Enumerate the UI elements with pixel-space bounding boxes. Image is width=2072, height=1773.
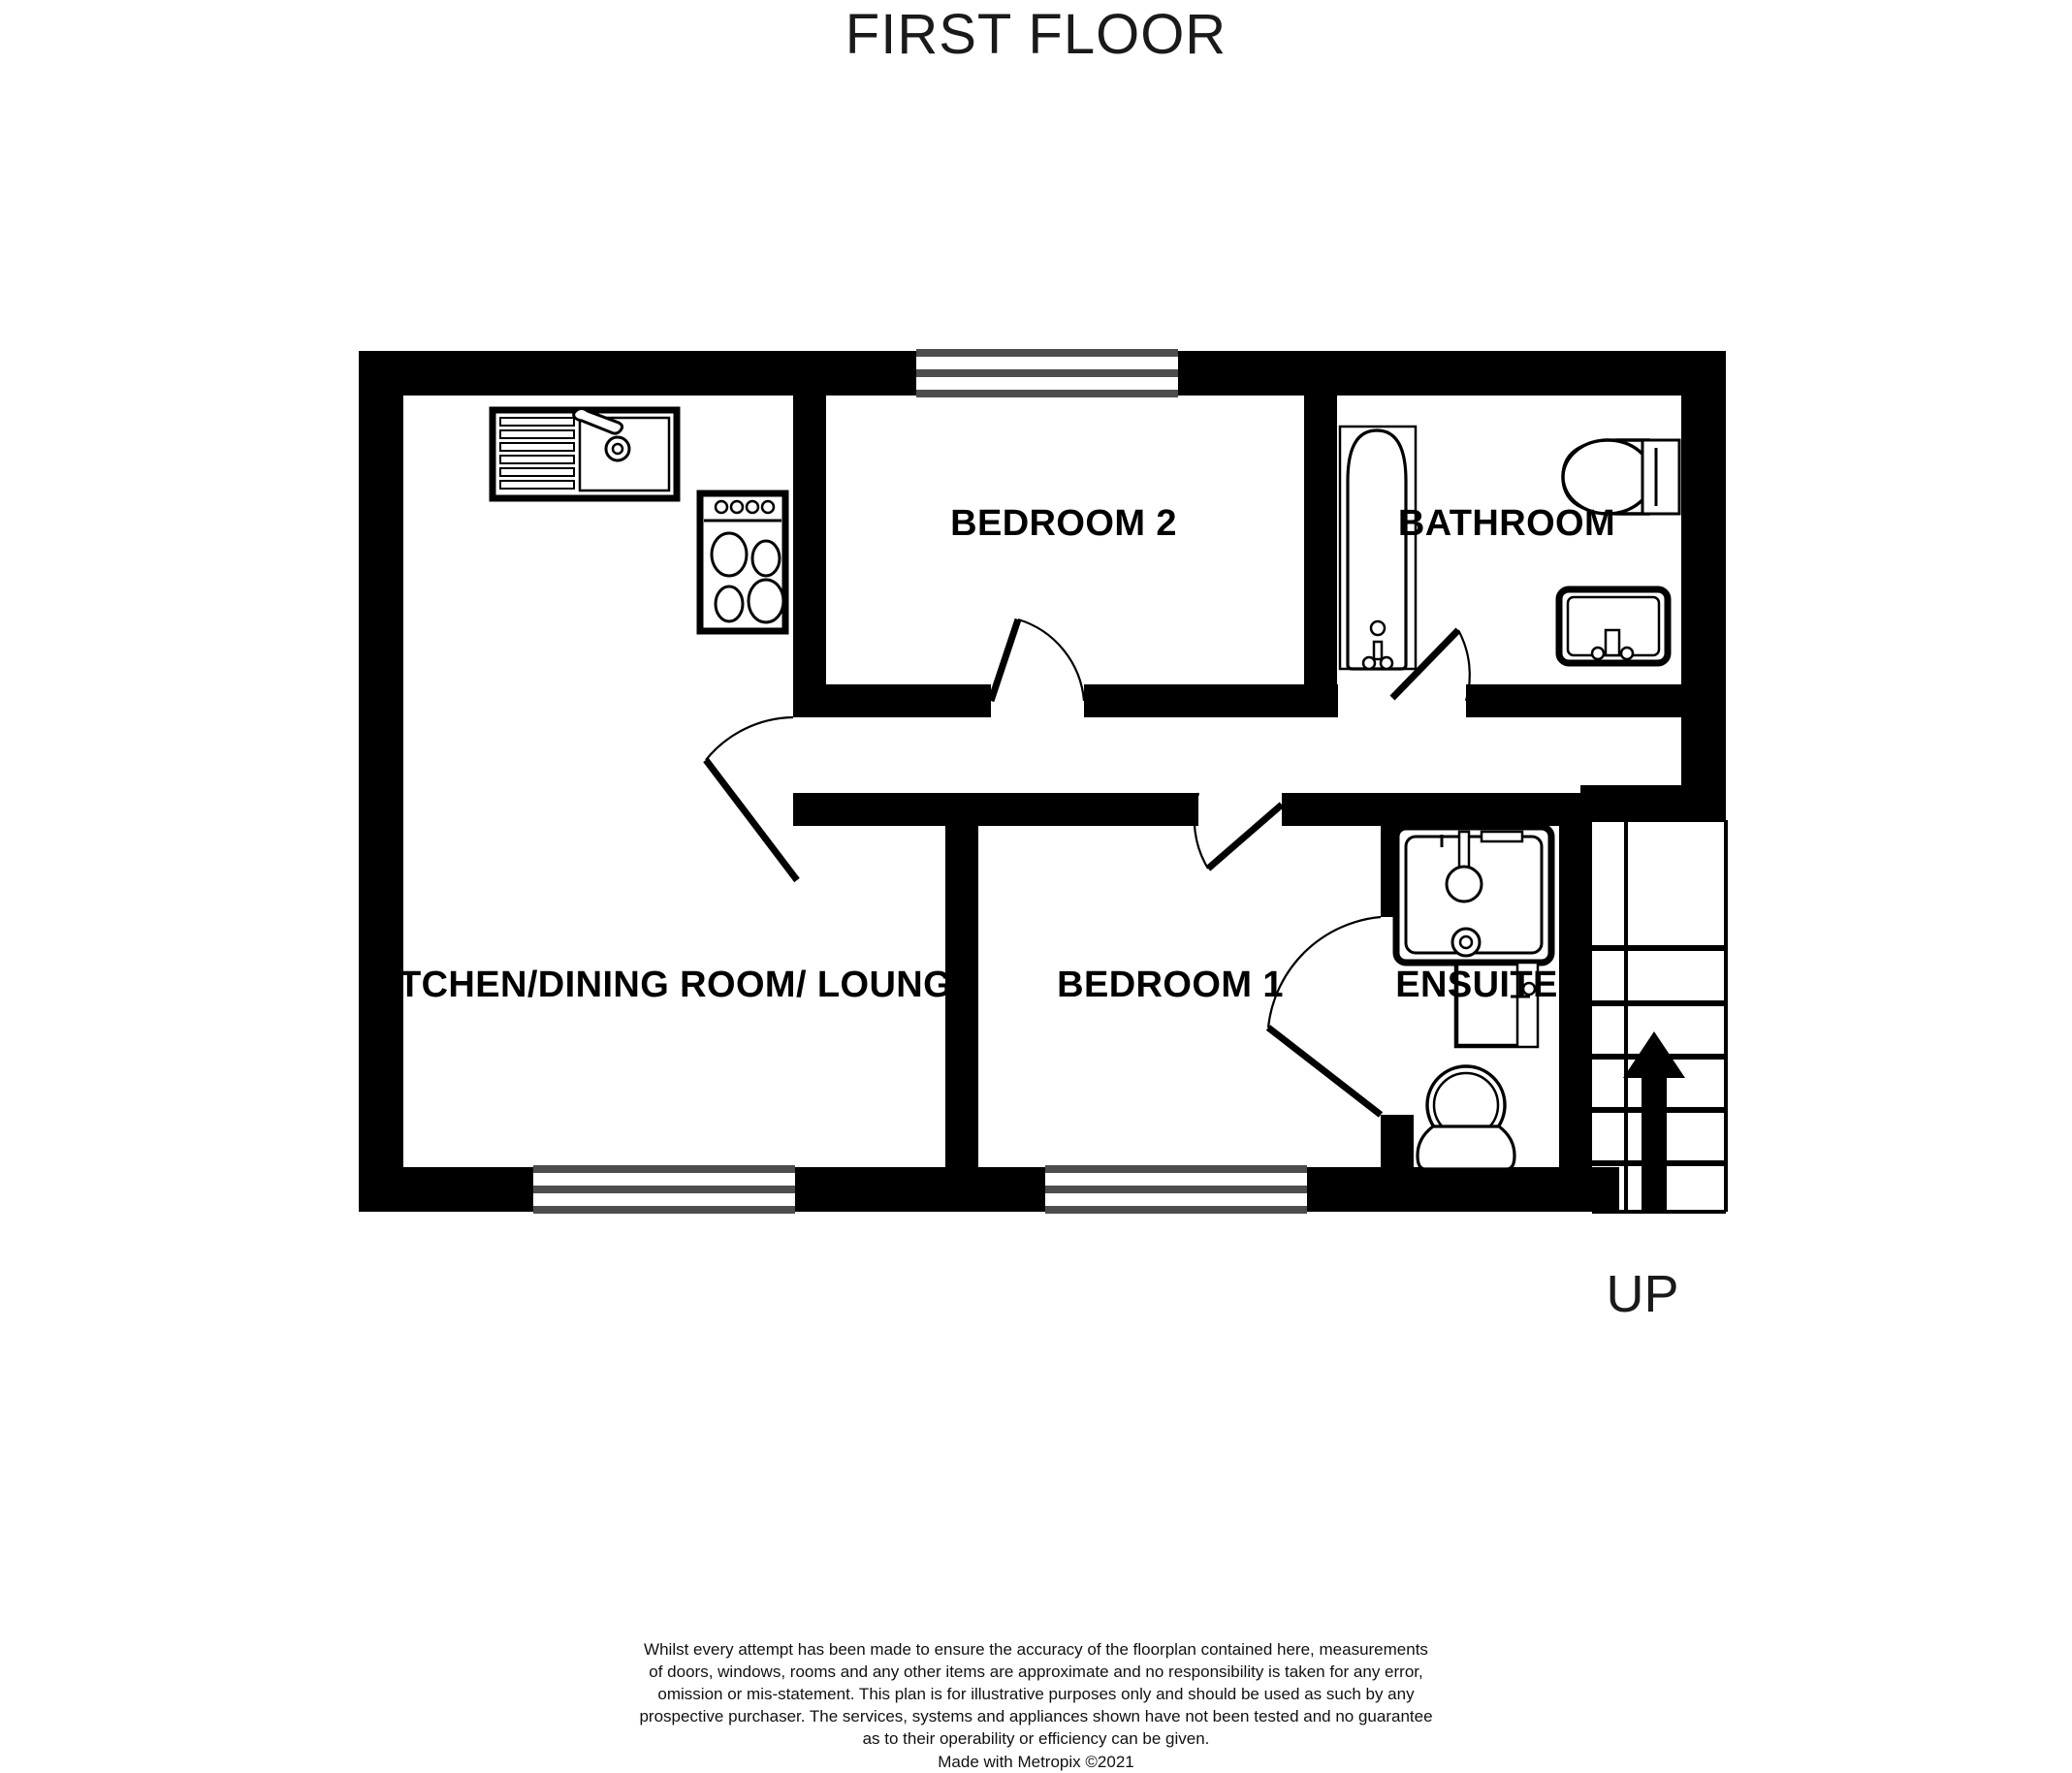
hob-cooker-icon (696, 490, 789, 635)
stairs-up-label: UP (1606, 1265, 1678, 1323)
wall-bedroom2-bathroom (1304, 396, 1337, 690)
disclaimer-line-4: prospective purchaser. The services, sys… (639, 1707, 1433, 1726)
window-bottom-left (533, 1165, 795, 1214)
door-bathroom (1389, 627, 1471, 702)
room-label-bedroom1: BEDROOM 1 (1057, 965, 1284, 1005)
doors (703, 617, 1471, 1118)
made-with-credit: Made with Metropix ©2021 (938, 1753, 1134, 1771)
disclaimer-line-5: as to their operability or efficiency ca… (862, 1729, 1210, 1748)
disclaimer-block: Whilst every attempt has been made to en… (0, 1638, 2072, 1773)
wall-exterior-left (359, 351, 403, 1212)
wall-hall-top-bathroom (1466, 684, 1726, 717)
room-labels: KITCHEN/DINING ROOM/ LOUNGE BEDROOM 2 BA… (361, 503, 1615, 1005)
ensuite-fixtures (1392, 823, 1555, 1171)
wall-kitchen-bedroom1 (945, 820, 978, 1171)
sink-with-drainer-icon (489, 406, 681, 502)
disclaimer-line-1: Whilst every attempt has been made to en… (644, 1640, 1428, 1659)
wall-bedroom1-ensuite-lower (1381, 1115, 1414, 1171)
wall-hall-bottom-right (1282, 793, 1592, 826)
room-label-ensuite: ENSUITE (1395, 965, 1558, 1005)
page-title: FIRST FLOOR (845, 3, 1227, 66)
wall-kitchen-bedroom2 (793, 396, 826, 690)
staircase (1592, 818, 1728, 1214)
wall-exterior-right (1681, 351, 1726, 807)
ensuite-basin-icon (1453, 961, 1540, 1049)
door-kitchen (703, 715, 800, 883)
disclaimer-line-2: of doors, windows, rooms and any other i… (649, 1662, 1423, 1681)
room-label-kitchen: KITCHEN/DINING ROOM/ LOUNGE (361, 965, 977, 1005)
wash-basin-icon (1555, 586, 1672, 667)
window-bottom-right (1045, 1165, 1307, 1214)
shower-enclosure-icon (1392, 823, 1555, 966)
door-bedroom2 (987, 617, 1086, 703)
room-label-bedroom2: BEDROOM 2 (950, 503, 1177, 544)
bathtub-icon (1338, 425, 1418, 671)
wall-ensuite-stairs (1559, 820, 1592, 1171)
disclaimer-line-3: omission or mis-statement. This plan is … (657, 1685, 1415, 1703)
door-ensuite (1265, 915, 1384, 1118)
windows (533, 349, 1307, 1214)
door-bedroom1-hall (1193, 792, 1285, 871)
kitchen-fixtures (489, 406, 789, 635)
wall-hall-bottom-left (793, 793, 1198, 826)
wall-stair-head (1580, 785, 1726, 820)
room-label-bathroom: BATHROOM (1398, 503, 1615, 544)
ensuite-toilet-icon (1416, 1064, 1516, 1171)
walls (359, 351, 1726, 1212)
toilet-icon (1561, 438, 1681, 516)
bathroom-fixtures (1338, 425, 1681, 671)
window-top (916, 349, 1178, 397)
wall-hall-top-left (793, 684, 991, 717)
wall-hall-top-right (1084, 684, 1338, 717)
